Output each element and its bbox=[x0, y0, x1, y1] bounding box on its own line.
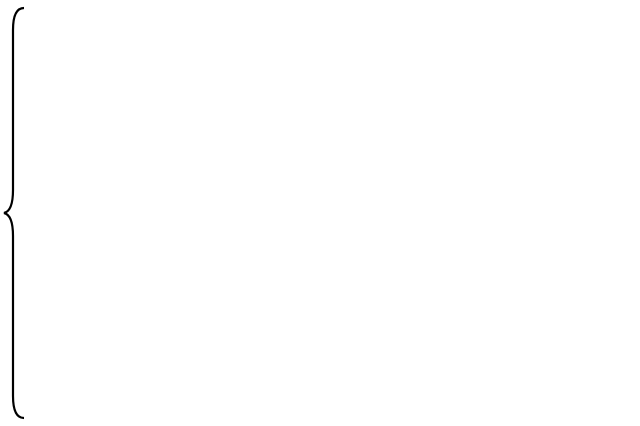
system-brace bbox=[3, 6, 25, 420]
